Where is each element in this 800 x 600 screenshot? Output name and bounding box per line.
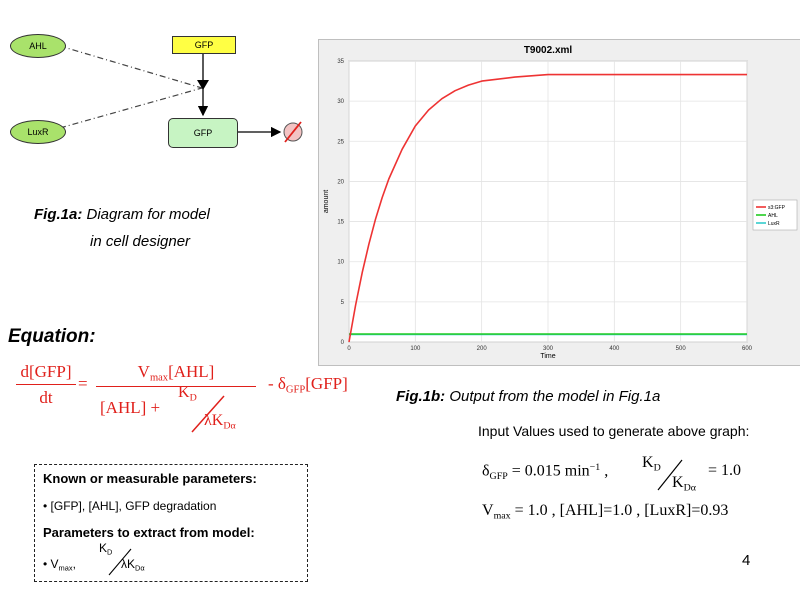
fig1b-label: Fig.1b: (396, 388, 446, 405)
known-params-heading: Known or measurable parameters: (43, 471, 257, 486)
known-params-item: • [GFP], [AHL], GFP degradation (43, 499, 217, 513)
series-line-s3-gfp (348, 73, 747, 343)
equation: d[GFP] dt = Vmax[AHL] [AHL] + KD λKDα - … (16, 362, 376, 442)
luxr-label: LuxR (27, 127, 49, 137)
chart-frame: T9002.xml 0 5 10 15 20 25 30 35 0 100 200 300 400 500 6… (318, 39, 800, 366)
extract-kd-ratio: KD λKDα (99, 541, 179, 581)
rhs-numerator: Vmax[AHL] (137, 362, 215, 384)
fig1a-label: Fig.1a: (34, 206, 83, 223)
y-tick-label: 20 (337, 179, 344, 185)
rhs-denominator: [AHL] + (100, 398, 161, 417)
lhs-fraction: d[GFP] dt (16, 362, 76, 408)
ahl-species: AHL (10, 34, 66, 58)
inputs-heading: Input Values used to generate above grap… (478, 423, 750, 439)
x-tick-label: 0 (347, 346, 351, 352)
ahl-link (59, 45, 203, 89)
rhs-fraction: Vmax[AHL] [AHL] + KD λKDα (96, 362, 256, 433)
luxr-link (59, 87, 203, 129)
fig1a-line2: in cell designer (90, 233, 191, 250)
y-tick-label: 5 (341, 300, 345, 306)
fig1a-caption: Fig.1a: Diagram for model in cell design… (34, 201, 210, 255)
legend-entry: AHL (768, 213, 778, 219)
gfp-protein-label: GFP (193, 128, 213, 138)
fig1b-text: Output from the model in Fig.1a (449, 388, 661, 405)
lhs-denominator: dt (16, 384, 76, 408)
inputs-kd-ratio: KD KDα (642, 454, 696, 494)
line-chart: T9002.xml 0 5 10 15 20 25 30 35 0 100 200 300 400 500 6… (323, 45, 798, 360)
x-tick-label: 300 (543, 346, 554, 352)
y-tick-label: 35 (337, 59, 344, 65)
kd-ratio: KD λKDα (178, 384, 236, 433)
junction-arrowhead (197, 80, 209, 90)
luxr-species: LuxR (10, 120, 66, 144)
x-tick-label: 200 (477, 346, 488, 352)
x-axis-label: Time (540, 353, 555, 360)
page-number: 4 (742, 552, 751, 569)
y-tick-label: 0 (341, 340, 345, 346)
y-tick-label: 15 (337, 220, 344, 226)
extract-params-heading: Parameters to extract from model: (43, 525, 255, 540)
y-tick-label: 30 (337, 99, 344, 105)
legend-entry: s3:GFP (768, 205, 786, 211)
gfp-gene-label: GFP (194, 40, 214, 50)
x-tick-label: 600 (742, 346, 753, 352)
y-tick-label: 10 (337, 260, 344, 266)
y-tick-label: 25 (337, 139, 344, 145)
y-axis-label: amount (323, 190, 330, 213)
degradation-symbol-icon (283, 121, 303, 143)
gfp-gene: GFP (172, 36, 236, 54)
degradation-term: - δGFP[GFP] (268, 374, 348, 396)
equation-heading: Equation: (8, 326, 96, 347)
extract-params-item: • Vmax, (43, 557, 76, 573)
chart-title: T9002.xml (524, 45, 573, 56)
fig1b-caption: Fig.1b: Output from the model in Fig.1a (396, 388, 660, 405)
ahl-label: AHL (29, 41, 47, 51)
equals-sign: = (78, 374, 88, 393)
parameters-box: Known or measurable parameters: • [GFP],… (34, 464, 308, 582)
lhs-numerator: d[GFP] (20, 362, 72, 381)
x-tick-label: 100 (410, 346, 421, 352)
x-tick-label: 500 (676, 346, 687, 352)
x-tick-label: 400 (609, 346, 620, 352)
legend-entry: LuxR (768, 221, 780, 227)
inputs-line1: δGFP = 0.015 min−1 , KD KDα = 1.0 (482, 454, 742, 494)
gfp-protein: GFP (168, 118, 238, 148)
fig1a-line1: Diagram for model (86, 206, 210, 223)
inputs-line2: Vmax = 1.0 , [AHL]=1.0 , [LuxR]=0.93 (482, 502, 729, 522)
cell-designer-diagram (59, 45, 303, 143)
